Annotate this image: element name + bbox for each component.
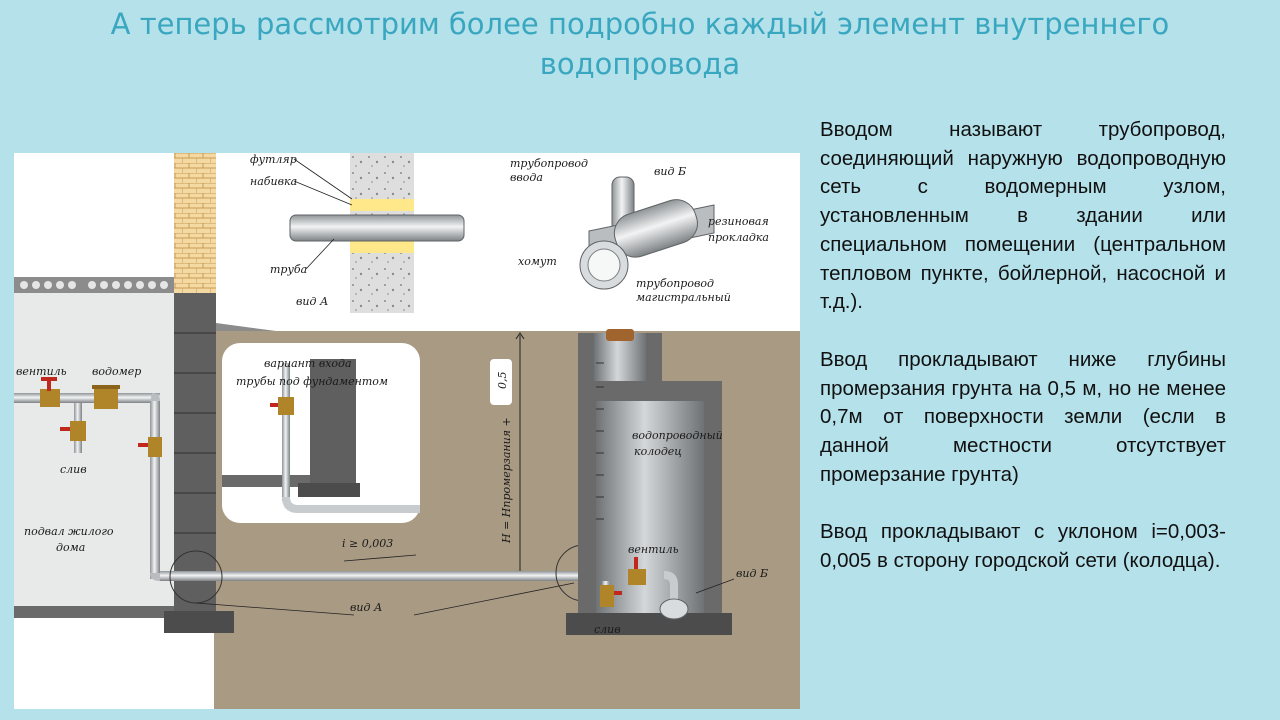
- svg-text:вид А: вид А: [296, 295, 328, 308]
- svg-text:Н = Нпромерзания +: Н = Нпромерзания +: [500, 417, 513, 544]
- drain-valve-icon: [60, 421, 86, 441]
- basement-room: [14, 293, 174, 606]
- svg-text:футляр: футляр: [250, 153, 297, 166]
- paragraph-definition: Вводом называют трубопровод, соединяющий…: [820, 118, 1226, 314]
- svg-text:вариант входа: вариант входа: [264, 357, 352, 370]
- detail-vid-b: трубопровод ввода вид Б резиновая прокла…: [510, 157, 769, 304]
- water-meter-icon: [92, 385, 120, 409]
- svg-text:вид А: вид А: [350, 601, 382, 614]
- svg-text:i ≥ 0,003: i ≥ 0,003: [342, 537, 393, 550]
- detail-vid-a: футляр набивка труба вид А: [250, 153, 465, 313]
- paragraph-slope: Ввод прокладывают с уклоном i=0,003-0,00…: [820, 520, 1226, 573]
- svg-text:подвал жилого: подвал жилого: [24, 525, 114, 538]
- foundation-wall: [174, 293, 216, 618]
- svg-text:слив: слив: [60, 463, 87, 476]
- explanation-text: Вводом называют трубопровод, соединяющий…: [820, 116, 1226, 605]
- svg-text:вентиль: вентиль: [628, 543, 679, 556]
- gate-valve-icon: [40, 377, 60, 407]
- svg-text:трубы под фундаментом: трубы под фундаментом: [236, 375, 388, 388]
- water-supply-diagram: футляр набивка труба вид А трубопровод в…: [14, 153, 800, 709]
- paragraph-depth: Ввод прокладывают ниже глубины промерзан…: [820, 347, 1226, 486]
- svg-text:трубопровод: трубопровод: [636, 277, 714, 290]
- riser-valve-icon: [138, 437, 162, 457]
- svg-text:водопроводный: водопроводный: [632, 429, 723, 442]
- svg-text:слив: слив: [594, 623, 621, 636]
- svg-text:0,5: 0,5: [496, 372, 509, 390]
- svg-text:трубопровод: трубопровод: [510, 157, 588, 170]
- svg-text:дома: дома: [56, 541, 85, 554]
- svg-text:резиновая: резиновая: [708, 215, 769, 228]
- svg-text:вентиль: вентиль: [16, 365, 67, 378]
- svg-text:водомер: водомер: [92, 365, 141, 378]
- floor-slab: [14, 277, 174, 293]
- detail-foundation-entry: вариант входа трубы под фундаментом: [222, 343, 420, 523]
- svg-text:вид Б: вид Б: [736, 567, 768, 580]
- svg-text:набивка: набивка: [250, 175, 297, 188]
- svg-text:колодец: колодец: [634, 445, 682, 458]
- brick-wall: [174, 153, 216, 293]
- svg-text:магистральный: магистральный: [636, 291, 731, 304]
- svg-text:ввода: ввода: [510, 171, 543, 184]
- svg-text:хомут: хомут: [518, 255, 557, 268]
- svg-text:труба: труба: [270, 263, 307, 276]
- water-well: водопроводный колодец: [566, 329, 732, 635]
- slide-title: А теперь рассмотрим более подробно кажды…: [110, 7, 1170, 81]
- svg-text:вид Б: вид Б: [654, 165, 686, 178]
- svg-text:прокладка: прокладка: [708, 231, 769, 244]
- inlet-pipe: i ≥ 0,003: [150, 537, 670, 581]
